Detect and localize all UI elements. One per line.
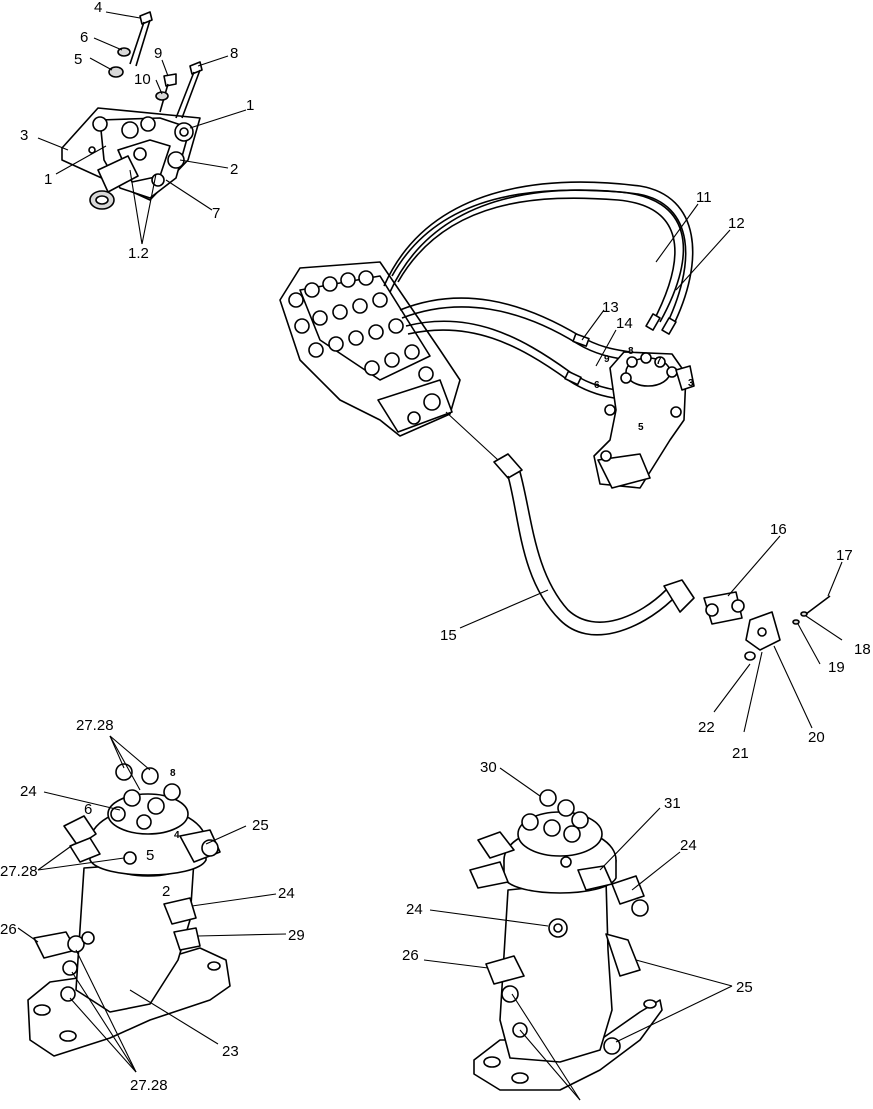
label-10: 10 (134, 71, 151, 88)
label-3: 3 (20, 127, 28, 144)
label-4: 4 (94, 0, 102, 16)
label-15: 15 (440, 627, 457, 644)
bolt-8 (189, 61, 203, 75)
label-24b: 24 (406, 901, 423, 918)
top-fittings (110, 763, 181, 830)
label-1b: 1 (44, 171, 52, 188)
label-26: 26 (402, 947, 419, 964)
port-label-7: 7 (656, 356, 662, 367)
label-6: 6 (84, 801, 92, 818)
hose-12 (383, 181, 694, 329)
swivel-body-23 (75, 859, 195, 1013)
washer-19 (792, 619, 800, 625)
nut-5 (108, 66, 124, 78)
label-11: 11 (696, 189, 712, 206)
label-25: 25 (736, 979, 753, 996)
hose-13 (399, 297, 631, 353)
pilot-valve-assembly: 4 6 5 9 8 10 1 3 1 2 7 1.2 (20, 0, 254, 262)
control-valve-assembly: 9 (279, 181, 871, 762)
washer-10 (155, 91, 169, 101)
label-21: 21 (732, 745, 749, 762)
label-9: 9 (154, 45, 162, 62)
pilot-valve-body (593, 351, 687, 489)
swivel-joint-right: 30 31 24 24 26 25 (402, 759, 753, 1101)
label-7: 7 (212, 205, 220, 222)
solenoid-cartridge (97, 155, 139, 193)
bolt-9 (163, 73, 177, 87)
bolt-4 (139, 11, 153, 25)
port-label-4: 4 (174, 830, 180, 841)
elbow-fitting (663, 579, 695, 613)
swivel-body-right (499, 879, 613, 1063)
oring-22 (744, 651, 756, 661)
label-8: 8 (230, 45, 238, 62)
label-13: 13 (602, 299, 619, 316)
label-24: 24 (680, 837, 697, 854)
label-31: 31 (664, 795, 681, 812)
label-30: 30 (480, 759, 497, 776)
label-14: 14 (616, 315, 633, 332)
label-2: 2 (230, 161, 238, 178)
label-1a: 1 (246, 97, 254, 114)
label-20: 20 (808, 729, 825, 746)
label-27-28-c: 27.28 (130, 1077, 168, 1094)
label-24b: 24 (278, 885, 295, 902)
label-27-28-b: 27.28 (0, 863, 38, 880)
label-29: 29 (288, 927, 305, 944)
port-label-6: 6 (594, 380, 600, 391)
label-19: 19 (828, 659, 845, 676)
port-label-9: 9 (604, 354, 610, 365)
top-fittings-right (521, 789, 589, 868)
label-5: 5 (146, 847, 154, 864)
fitting-15-top (493, 453, 523, 479)
port-label-5: 5 (638, 422, 644, 433)
label-24: 24 (20, 783, 37, 800)
label-2: 2 (162, 883, 170, 900)
label-27-28-a: 27.28 (76, 717, 114, 734)
port-label-8: 8 (628, 346, 634, 357)
label-17: 17 (836, 547, 853, 564)
label-22: 22 (698, 719, 715, 736)
label-18: 18 (854, 641, 871, 658)
bolt-17 (805, 595, 831, 615)
label-1-2: 1.2 (128, 245, 149, 262)
label-26: 26 (0, 921, 17, 938)
label-5: 5 (74, 51, 82, 68)
label-6: 6 (80, 29, 88, 46)
label-25: 25 (252, 817, 269, 834)
hose-14 (405, 320, 617, 391)
label-16: 16 (770, 521, 787, 538)
hose-15 (507, 475, 673, 636)
port-label-8: 8 (170, 768, 176, 779)
port-label-3: 3 (688, 378, 694, 389)
spool-caps (288, 270, 441, 425)
label-23: 23 (222, 1043, 239, 1060)
swivel-joint-left: 8 4 27.28 24 6 25 27.28 5 (0, 717, 305, 1094)
label-12: 12 (728, 215, 745, 232)
hose-11 (391, 189, 685, 323)
